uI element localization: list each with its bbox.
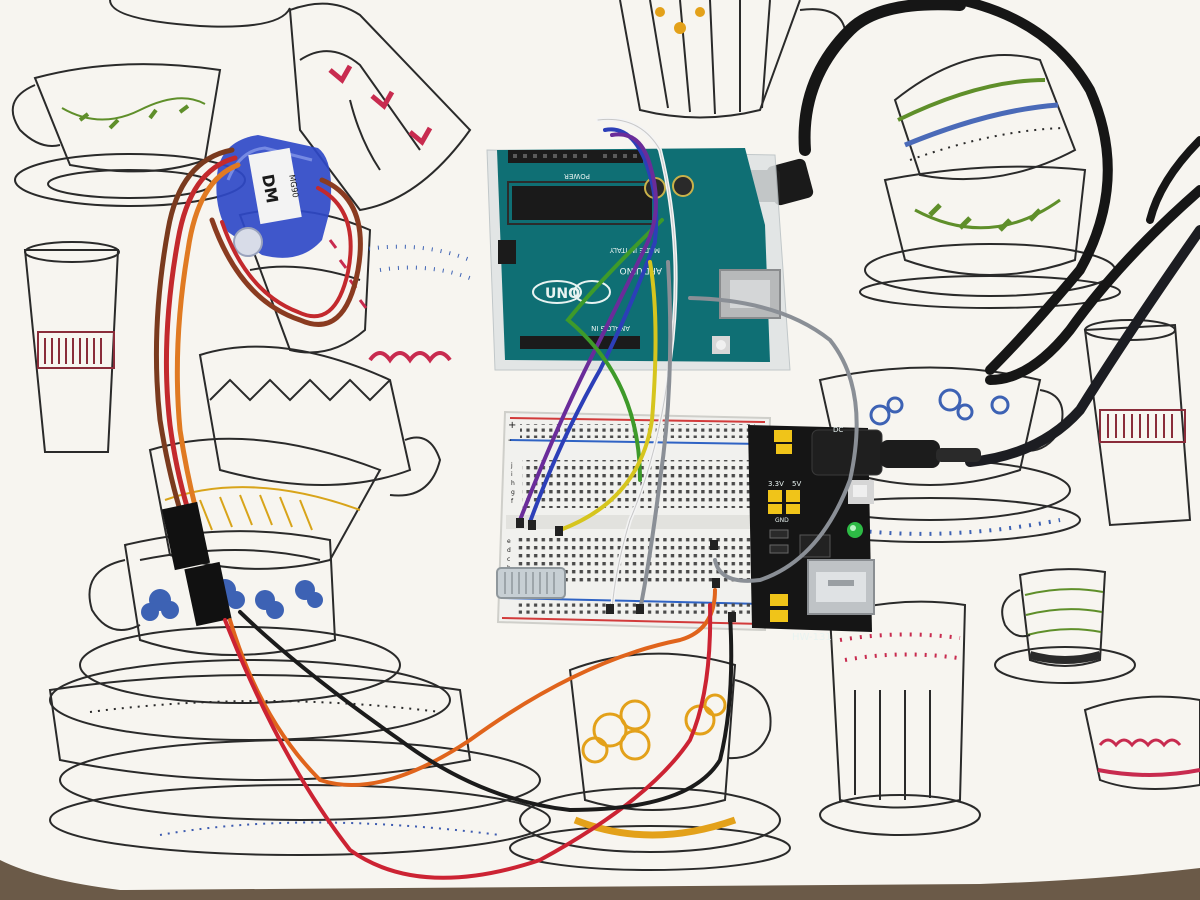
jumper-mid [786, 490, 800, 502]
header-pins [513, 154, 637, 158]
jumper-bottom [770, 610, 788, 622]
striped-cup-drawing [994, 568, 1136, 684]
jumper-wires [153, 117, 859, 880]
wire-purple [518, 246, 647, 522]
arduino-origin-text: MADE IN ITALY [609, 246, 660, 254]
capacitor [672, 175, 694, 197]
rail-holes-bottom [515, 603, 753, 617]
row-letter: f [511, 498, 514, 505]
glass-drawing [23, 241, 120, 453]
wire-yellow [558, 260, 658, 532]
arduino-logo-oval [573, 280, 611, 304]
stacked-teacups-drawing [48, 2, 551, 856]
label-3v3: 3.3V [768, 480, 784, 488]
label-5v: 5V [792, 480, 801, 488]
wire-pins [516, 518, 736, 622]
teacup-pattern [11, 0, 1200, 871]
row-letter: h [511, 480, 515, 487]
servo-wire-orange [174, 162, 241, 513]
row-letter: c [507, 556, 510, 563]
row-letter: d [507, 547, 511, 554]
arduino-logo-text: UNO [545, 286, 580, 302]
servo-horn [233, 227, 263, 257]
breadboard: + - j i h g f e d c b a [496, 410, 772, 632]
rail-holes-top [520, 424, 755, 438]
black-cable [965, 225, 1200, 467]
jumper-mid [768, 504, 782, 514]
rail-plus-label: + [508, 420, 516, 431]
jumper-top [774, 430, 792, 442]
row-letter: j [510, 462, 513, 469]
blue-flower-decoration-right [869, 388, 1010, 426]
stacked-cups-right-drawing [859, 54, 1121, 309]
analog-header [520, 336, 640, 349]
arduino-logo-oval [532, 280, 582, 304]
striped-mug-drawing [619, 0, 846, 119]
black-cable [798, 0, 966, 156]
power-module-model: HW-131 [792, 632, 832, 643]
jumper-top [776, 444, 792, 454]
servo-motor: DM MG90 [216, 135, 332, 258]
small-module [496, 567, 566, 599]
servo-wire-loop [209, 177, 363, 327]
jumper-mid [768, 490, 782, 502]
wire-gray [688, 296, 859, 583]
atmega-chip [512, 186, 652, 220]
servo-wire-red [163, 155, 238, 513]
row-letter: i [511, 471, 513, 478]
blue-dots-decoration [359, 244, 476, 282]
rail-red-line [509, 417, 766, 423]
wire-orange [228, 588, 717, 787]
rail-red-line [501, 617, 766, 625]
servo-sticker [248, 147, 302, 225]
dc-label: DC [833, 426, 843, 434]
wire-red [223, 603, 713, 880]
label-gnd: GND [775, 517, 789, 524]
center-channel [506, 515, 761, 529]
servo-brand: DM [258, 173, 282, 205]
servo-wire-brown [153, 147, 235, 513]
blue-flower-decoration [141, 579, 323, 621]
rail-minus-label: - [508, 435, 512, 446]
dupont-connector [161, 501, 211, 571]
wire-blue [528, 240, 657, 524]
black-cable [955, 0, 1113, 375]
pink-scroll-decoration [368, 351, 452, 364]
dc-jack [811, 429, 883, 476]
pink-cup-drawing [1083, 695, 1200, 790]
wire-black [238, 610, 734, 813]
jumper-mid [786, 504, 800, 514]
row-letter: e [507, 538, 511, 545]
yellow-flower-decoration [581, 693, 727, 764]
icsp-header [498, 240, 516, 264]
arduino-brand-text: ARDUINO [620, 265, 662, 275]
black-cable [985, 185, 1200, 385]
jumper-bottom [770, 594, 788, 606]
tall-pedestal-glass-drawing [819, 600, 981, 836]
arduino-pcb [497, 148, 770, 362]
wire-gray [638, 260, 673, 612]
arduino-analog-label: ANALOG IN [591, 324, 630, 332]
black-cable [1146, 136, 1200, 224]
row-letter: g [511, 489, 515, 496]
dupont-connector [184, 561, 232, 627]
arduino-power-label: POWER [564, 172, 590, 180]
usb-and-power-cables [798, 0, 1200, 467]
servo-model: MG90 [287, 174, 300, 198]
power-module: DC 3.3V 5V GND HW-131 [748, 425, 981, 643]
glass-drawing-right [1083, 319, 1192, 527]
wire-purple-short [610, 132, 658, 250]
wire-green [565, 218, 664, 482]
